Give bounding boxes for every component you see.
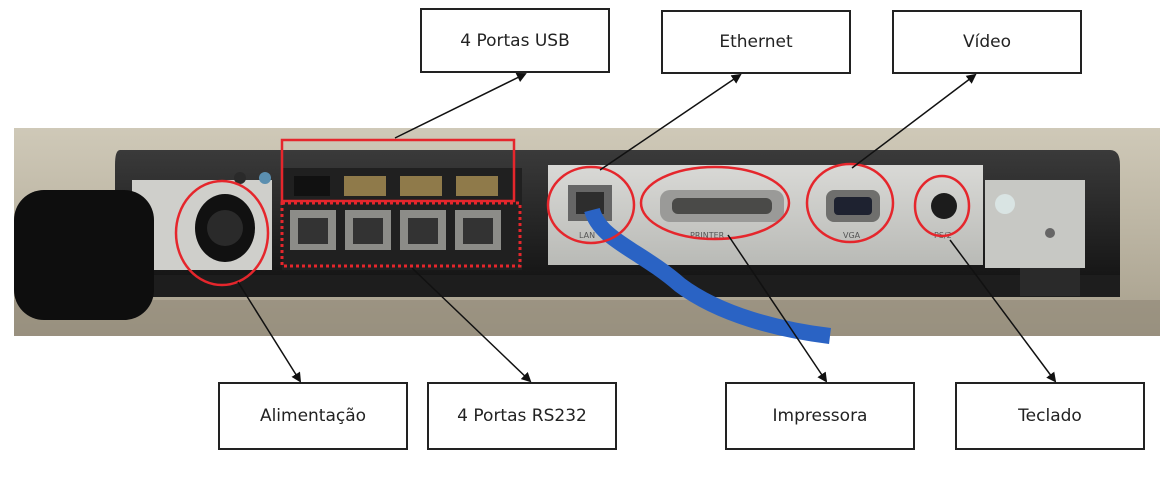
label-usb-ports: 4 Portas USB	[420, 8, 610, 73]
label-rs232-ports: 4 Portas RS232	[427, 382, 617, 450]
arrow-power	[237, 281, 302, 383]
vga-highlight	[805, 162, 895, 244]
label-power: Alimentação	[218, 382, 408, 450]
rs232-highlight	[280, 201, 522, 268]
arrow-video	[851, 73, 977, 169]
printer-marking: PRINTER	[690, 231, 725, 240]
ethernet-cable	[584, 207, 831, 344]
usb-ports	[294, 176, 498, 196]
arrow-printer	[727, 234, 828, 383]
ps2-highlight	[913, 174, 971, 238]
label-ethernet: Ethernet	[661, 10, 851, 74]
label-video: Vídeo	[892, 10, 1082, 74]
vga-marking: VGA	[843, 231, 861, 240]
arrow-ethernet	[599, 73, 742, 171]
printer-highlight	[639, 165, 791, 241]
label-keyboard: Teclado	[955, 382, 1145, 450]
label-printer: Impressora	[725, 382, 915, 450]
usb-highlight	[280, 138, 516, 203]
lan-highlight	[546, 165, 636, 245]
arrow-usb	[394, 73, 527, 139]
lan-marking: LAN	[579, 231, 595, 240]
arrow-keyboard	[949, 239, 1057, 383]
power-cable	[14, 190, 154, 320]
arrow-rs232	[411, 267, 532, 383]
power-highlight	[174, 179, 270, 287]
rs232-ports	[290, 210, 501, 250]
ps2-port	[931, 193, 957, 219]
